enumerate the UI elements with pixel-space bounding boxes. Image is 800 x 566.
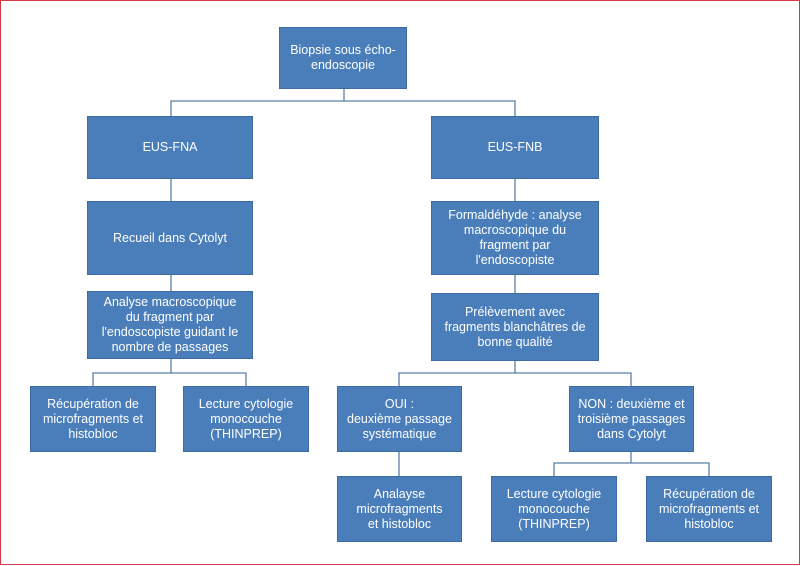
node-recuperation-right: Récupération de microfragments et histob… xyxy=(646,476,772,542)
connector-macro-leaves xyxy=(92,359,247,386)
node-lecture-cytologie-left: Lecture cytologie monocouche (THINPREP) xyxy=(183,386,309,452)
node-eus-fna: EUS-FNA xyxy=(87,116,253,179)
node-non: NON : deuxième et troisième passages dan… xyxy=(569,386,694,452)
node-prelevement: Prélèvement avec fragments blanchâtres d… xyxy=(431,293,599,361)
node-analyse-macroscopique: Analyse macroscopique du fragment par l'… xyxy=(87,291,253,359)
node-recuperation-left: Récupération de microfragments et histob… xyxy=(30,386,156,452)
node-recueil-cytolyt: Recueil dans Cytolyt xyxy=(87,201,253,275)
connector-root-fna-fnb xyxy=(170,89,516,116)
node-eus-fnb: EUS-FNB xyxy=(431,116,599,179)
connector-prelevement-oui-non xyxy=(398,361,632,386)
connector-non-leaves xyxy=(553,452,710,476)
node-formaldehyde: Formaldéhyde : analyse macroscopique du … xyxy=(431,201,599,275)
node-lecture-cytologie-right: Lecture cytologie monocouche (THINPREP) xyxy=(491,476,617,542)
node-analayse: Analayse microfragments et histobloc xyxy=(337,476,462,542)
node-oui: OUI : deuxième passage systématique xyxy=(337,386,462,452)
node-root: Biopsie sous écho- endoscopie xyxy=(279,27,407,89)
